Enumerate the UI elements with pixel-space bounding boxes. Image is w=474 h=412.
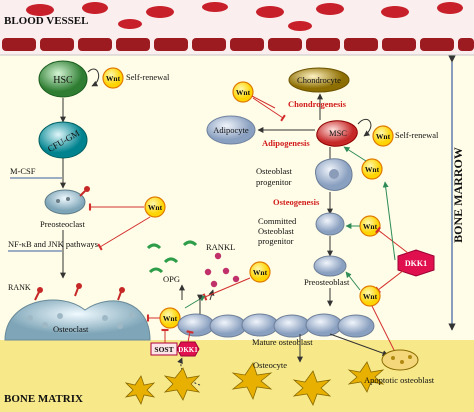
endothelium [2, 38, 474, 51]
preosteoclast-label: Preosteoclast [40, 219, 85, 229]
bone-marrow-label: BONE MARROW [451, 147, 465, 243]
chondrocyte-cell [288, 67, 350, 93]
committed-progenitor-label-1: Committed [258, 216, 297, 226]
msc-label: MSC [329, 128, 347, 138]
hsc-self-renewal-label: Self-renewal [126, 72, 170, 82]
committed-progenitor-cell [315, 212, 345, 236]
red-blood-cells [26, 2, 463, 31]
svg-text:Wnt: Wnt [148, 203, 163, 212]
dkk1-matrix-label: DKK1 [178, 346, 198, 354]
hsc-label: HSC [53, 75, 73, 86]
preosteoclast-cell [44, 189, 86, 215]
opg-label: OPG [163, 274, 180, 284]
committed-progenitor-label-3: progenitor [258, 236, 294, 246]
svg-text:Wnt: Wnt [363, 292, 378, 301]
svg-text:Wnt: Wnt [163, 314, 178, 323]
wnt-icon-hsc [102, 67, 124, 89]
dkk1-label: DKK1 [405, 259, 427, 268]
osteoblast-progenitor-label-2: progenitor [256, 177, 292, 187]
committed-progenitor-label-2: Osteoblast [258, 226, 295, 236]
sost-label: SOST [154, 345, 173, 354]
adipocyte-cell [206, 115, 256, 145]
wnt-icon-opg [249, 261, 271, 283]
adipocyte-label: Adipocyte [213, 125, 249, 135]
wnt-icon-preosteoblast [359, 285, 381, 307]
osteocyte-label: Osteocyte [253, 360, 287, 370]
rankl-label: RANKL [206, 242, 235, 252]
rankl-molecules [204, 252, 240, 288]
dkk1-marker [397, 249, 435, 277]
nfkb-jnk-label: NF-κB and JNK pathways [8, 239, 98, 249]
bone-matrix-label: BONE MATRIX [4, 393, 83, 405]
preosteoblast-label: Preosteoblast [304, 277, 350, 287]
adipogenesis-label: Adipogenesis [262, 138, 310, 148]
svg-text:Wnt: Wnt [365, 165, 380, 174]
osteocytes [124, 361, 385, 406]
mcsf-label: M-CSF [10, 166, 36, 176]
svg-text:Wnt: Wnt [253, 268, 268, 277]
chondrocyte-label: Chondrocyte [297, 75, 341, 85]
preosteoblast-cell [313, 255, 347, 277]
svg-text:Wnt: Wnt [376, 132, 391, 141]
osteoblast-lining [177, 313, 375, 338]
blood-vessel-label: BLOOD VESSEL [4, 15, 88, 27]
mature-osteoblast-label: Mature osteoblast [252, 337, 313, 347]
svg-text:Wnt: Wnt [106, 74, 121, 83]
wnt-icon-progenitor [361, 158, 383, 180]
svg-text:Wnt: Wnt [363, 222, 378, 231]
wnt-icon-msc [372, 125, 394, 147]
osteogenesis-label: Osteogenesis [273, 197, 320, 207]
osteoclast-cell [4, 299, 151, 341]
svg-text:Wnt: Wnt [236, 88, 251, 97]
msc-cell [316, 120, 358, 147]
apoptotic-osteoblast-label: Apoptotic osteoblast [364, 375, 435, 385]
msc-self-renewal-label: Self-renewal [395, 130, 439, 140]
wnt-icon-preosteoclast [144, 196, 166, 218]
rank-label: RANK [8, 283, 31, 292]
osteoblast-progenitor-label-1: Osteoblast [256, 166, 293, 176]
chondrogenesis-label: Chondrogenesis [288, 99, 347, 109]
osteoclast-label: Osteoclast [53, 324, 89, 334]
wnt-icon-chondro [232, 81, 254, 103]
apoptotic-osteoblast-cell [381, 349, 419, 371]
dkk1-matrix-marker [176, 341, 200, 357]
opg-molecules [146, 240, 198, 274]
hsc-cell [38, 60, 88, 98]
